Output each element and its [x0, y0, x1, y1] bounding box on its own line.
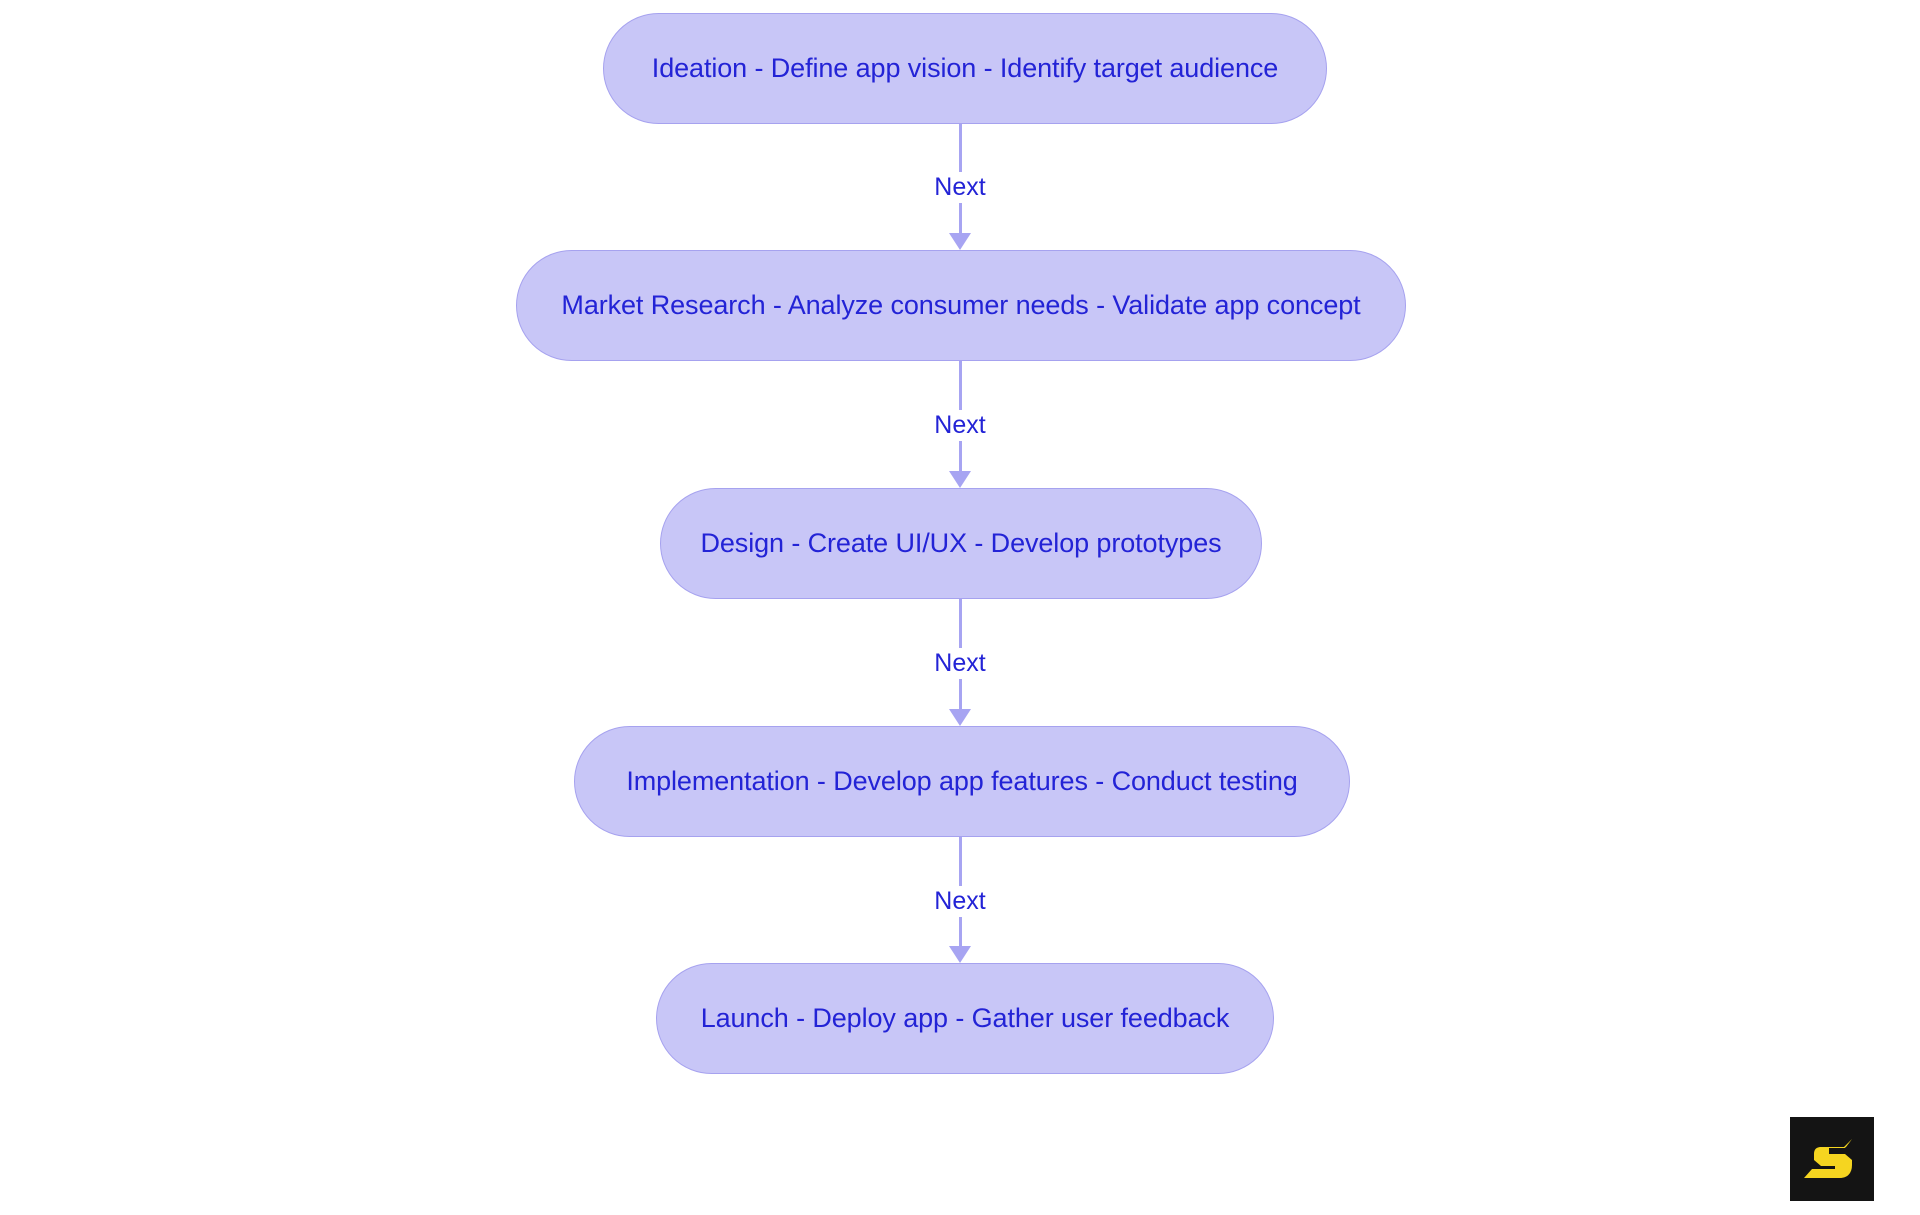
- flow-node-ideation[interactable]: Ideation - Define app vision - Identify …: [603, 13, 1327, 124]
- flow-node-market-research[interactable]: Market Research - Analyze consumer needs…: [516, 250, 1406, 361]
- edge-label-n4-n5: Next: [928, 886, 992, 917]
- flow-node-launch[interactable]: Launch - Deploy app - Gather user feedba…: [656, 963, 1274, 1074]
- flow-node-design[interactable]: Design - Create UI/UX - Develop prototyp…: [660, 488, 1262, 599]
- edge-label-n2-n3: Next: [928, 410, 992, 441]
- edge-label-n3-n4: Next: [928, 648, 992, 679]
- edge-arrowhead: [949, 709, 971, 726]
- edge-label-n1-n2: Next: [928, 172, 992, 203]
- s-logo-watermark: [1790, 1117, 1874, 1201]
- edge-arrowhead: [949, 946, 971, 963]
- flow-node-implementation[interactable]: Implementation - Develop app features - …: [574, 726, 1350, 837]
- edge-arrowhead: [949, 471, 971, 488]
- edge-arrowhead: [949, 233, 971, 250]
